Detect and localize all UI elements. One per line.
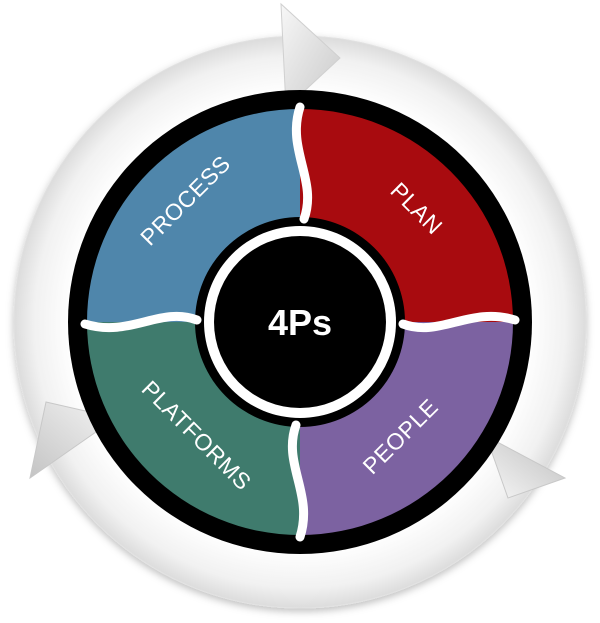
center-label: 4Ps (268, 302, 332, 343)
cycle-arrow-top-icon (280, 2, 341, 110)
segment-people (300, 322, 513, 535)
segment-plan (300, 109, 513, 322)
separator-bottom (287, 420, 309, 542)
separator-left (80, 311, 202, 333)
segment-process (87, 109, 300, 322)
separator-top (291, 102, 313, 224)
cycle-arrow-right-icon (485, 434, 567, 499)
center-circle (214, 236, 386, 408)
segment-platforms (87, 322, 300, 535)
separator-right (398, 311, 520, 333)
